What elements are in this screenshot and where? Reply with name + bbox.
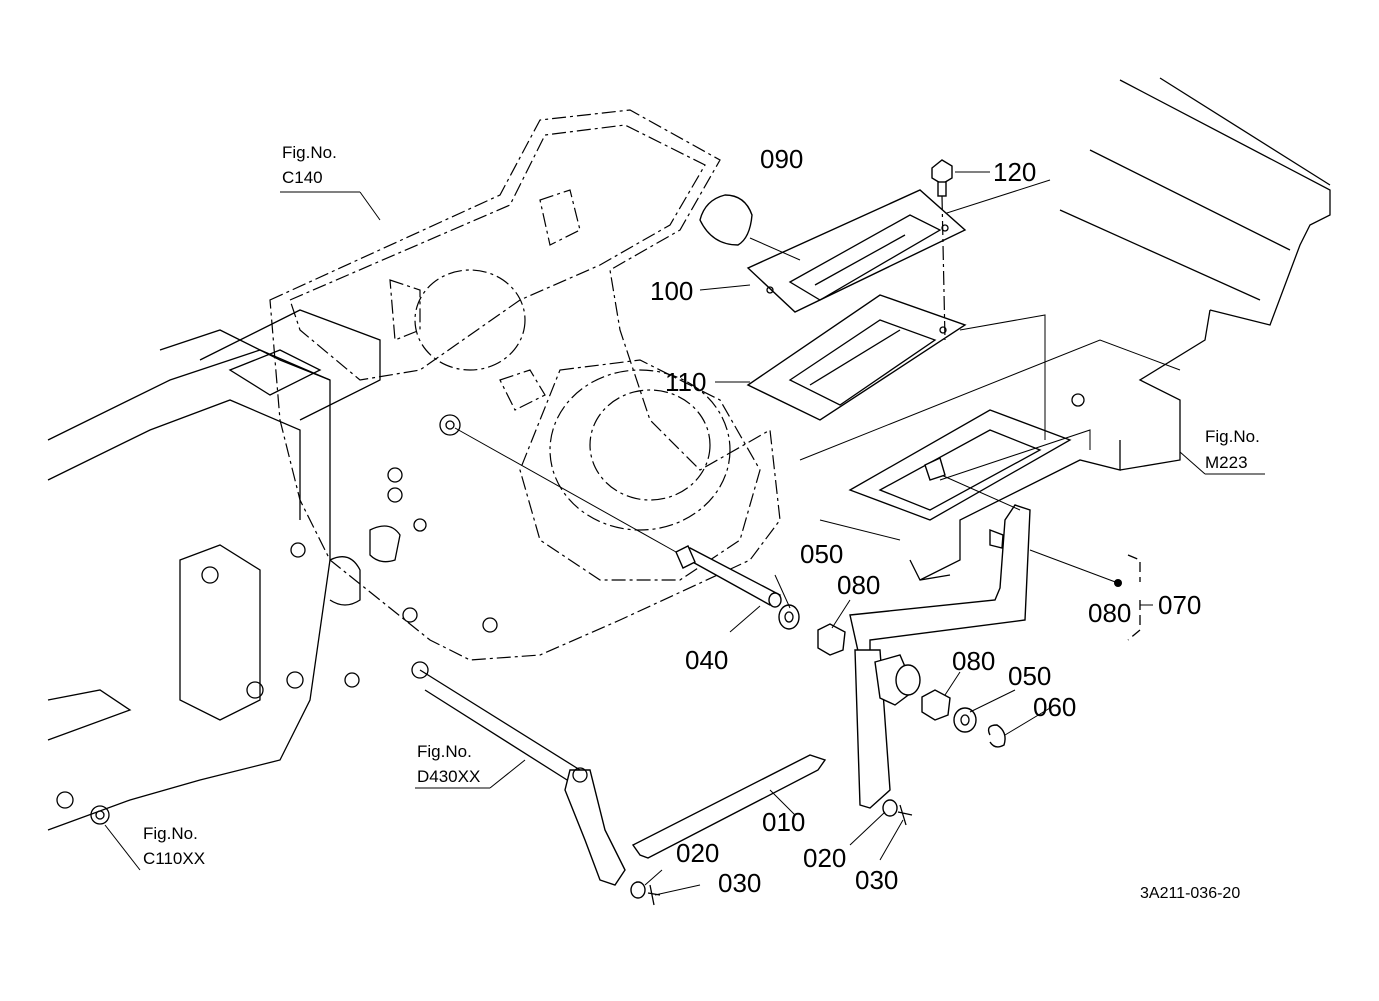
pin-030-b [897,804,913,826]
part-label-020-b: 020 [803,843,846,873]
washer-020-a [630,881,646,899]
part-label-120: 120 [993,157,1036,187]
leader-lines [104,171,1265,896]
part-label-080-c: 080 [1088,598,1131,628]
part-label-040: 040 [685,645,728,675]
floor-plate [799,77,1331,581]
washer-050-b [953,707,977,733]
part-label-030-b: 030 [855,865,898,895]
fig-ref-code: D430XX [417,767,480,786]
knob-090 [699,194,753,246]
pin-030-a [647,884,661,906]
washer-050-a [778,604,800,630]
guide-plate-110 [746,294,967,421]
rod-010 [631,754,827,859]
drawing-code: 3A211-036-20 [1140,885,1240,902]
shift-arm-070 [849,457,1031,809]
collar-080-b [921,689,951,721]
part-label-010: 010 [762,807,805,837]
part-label-060: 060 [1033,692,1076,722]
shaft-040 [454,427,782,608]
fig-ref-m223: Fig.No. M223 [1205,427,1260,472]
part-label-020-a: 020 [676,838,719,868]
part-label-030-a: 030 [718,868,761,898]
leader-dot [1114,579,1122,587]
fig-ref-code: C140 [282,168,323,187]
fig-ref-c110xx: Fig.No. C110XX [143,824,205,868]
part-label-090: 090 [760,144,803,174]
front-case [47,309,498,831]
part-label-050-b: 050 [1008,661,1051,691]
part-label-080-b: 080 [952,646,995,676]
part-label-080-a: 080 [837,570,880,600]
washer-020-b [882,799,898,817]
part-label-100: 100 [650,276,693,306]
fig-ref-title: Fig.No. [417,742,472,761]
part-label-070: 070 [1158,590,1201,620]
fig-ref-code: M223 [1205,453,1248,472]
fig-ref-d430xx: Fig.No. D430XX [417,742,480,786]
fig-ref-title: Fig.No. [1205,427,1260,446]
bolt-120 [931,159,953,341]
guide-plate-100 [746,189,967,313]
collar-080-a [817,623,846,656]
lower-lever [419,669,626,886]
fig-ref-title: Fig.No. [143,824,198,843]
fig-ref-title: Fig.No. [282,143,337,162]
fig-ref-c140: Fig.No. C140 [282,143,337,187]
clip-060 [987,724,1006,748]
part-label-050-a: 050 [800,539,843,569]
part-label-110: 110 [665,367,706,397]
fig-ref-code: C110XX [143,849,205,868]
